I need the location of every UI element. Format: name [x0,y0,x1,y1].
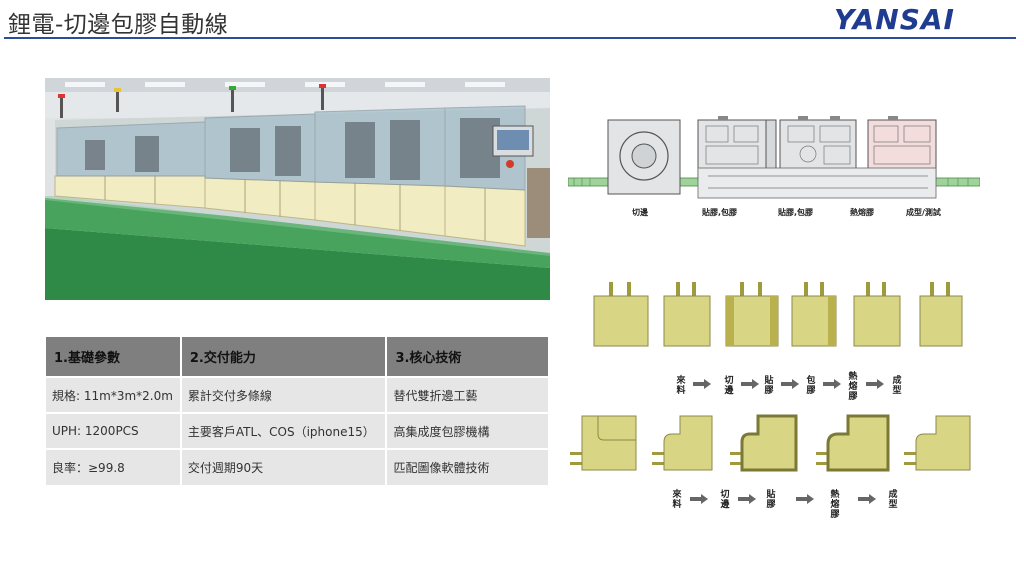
table-cell: 匹配圖像軟體技術 [386,448,550,485]
flow-top-step-incoming: 來料 [676,376,686,396]
column-header-core-tech: 3.核心技術 [386,337,550,377]
cell-wrapped-top [791,282,837,347]
cell-formed-top [919,282,963,347]
cell-trimmed-top [663,282,711,347]
specs-table: 1.基礎參數 2.交付能力 3.核心技術 規格: 11m*3m*2.0m 累計交… [46,337,550,485]
flow-bottom-step-form: 成型 [888,490,898,510]
flow-top-step-trim: 切邊 [724,376,734,396]
cell-formed-bottom [904,415,971,471]
table-cell: UPH: 1200PCS [46,412,182,449]
table-cell: 規格: 11m*3m*2.0m [46,376,182,413]
table-cell: 主要客戶ATL、COS（iphone15） [180,412,388,449]
arrow-right-icon [738,494,756,504]
cell-incoming-bottom [570,415,637,471]
station-label-tape-wrap-1: 貼膠,包膠 [702,208,738,217]
flow-bottom-step-hot-melt: 熱熔膠 [830,490,840,520]
cell-incoming-top [593,282,649,347]
cell-hot-melt-top [853,282,901,347]
production-line-illustration [45,78,550,300]
arrow-right-icon [796,494,814,504]
layout-schematic [567,116,981,199]
table-row: UPH: 1200PCS 主要客戶ATL、COS（iphone15） 高集成度包… [46,412,550,449]
flow-bottom-step-tape: 貼膠 [766,490,776,510]
table-cell: 累計交付多條線 [180,376,388,413]
cell-hot-melt-bottom [816,414,890,472]
arrow-right-icon [690,494,708,504]
arrow-right-icon [781,379,799,389]
cell-taped-top [725,282,779,347]
header: 鋰電-切邊包膠自動線 YANSAI [0,0,1024,40]
cell-trimmed-bottom [652,415,713,471]
table-cell: 替代雙折邊工藝 [386,376,550,413]
station-label-form-test: 成型/測試 [906,208,941,217]
line-layout-diagram [567,112,981,222]
table-cell: 高集成度包膠機構 [386,412,550,449]
production-line-photo [45,78,550,300]
table-cell: 交付週期90天 [180,448,388,485]
flow-top-step-wrap: 包膠 [806,376,816,396]
table-row: 規格: 11m*3m*2.0m 累計交付多條線 替代雙折邊工藝 [46,376,550,413]
flow-top-step-hot-melt: 熱熔膠 [848,372,858,402]
station-label-trim: 切邊 [632,208,648,217]
table-header-row: 1.基礎參數 2.交付能力 3.核心技術 [46,337,550,377]
yansai-logo: YANSAI [834,3,955,36]
page-title: 鋰電-切邊包膠自動線 [8,12,229,38]
flow-top-step-tape: 貼膠 [764,376,774,396]
arrow-right-icon [858,494,876,504]
table-cell: 良率：≥99.8 [46,448,182,485]
cell-taped-bottom [730,414,798,472]
station-label-hot-melt: 熱熔膠 [850,208,874,217]
arrow-right-icon [693,379,711,389]
column-header-basic-params: 1.基礎參數 [46,337,182,377]
arrow-right-icon [741,379,759,389]
arrow-right-icon [866,379,884,389]
station-label-tape-wrap-2: 貼膠,包膠 [778,208,814,217]
flow-top-step-form: 成型 [892,376,902,396]
table-row: 良率：≥99.8 交付週期90天 匹配圖像軟體技術 [46,448,550,485]
arrow-right-icon [823,379,841,389]
flow-bottom-step-trim: 切邊 [720,490,730,510]
column-header-delivery: 2.交付能力 [180,337,388,377]
flow-bottom-step-incoming: 來料 [672,490,682,510]
header-divider [4,37,1016,39]
